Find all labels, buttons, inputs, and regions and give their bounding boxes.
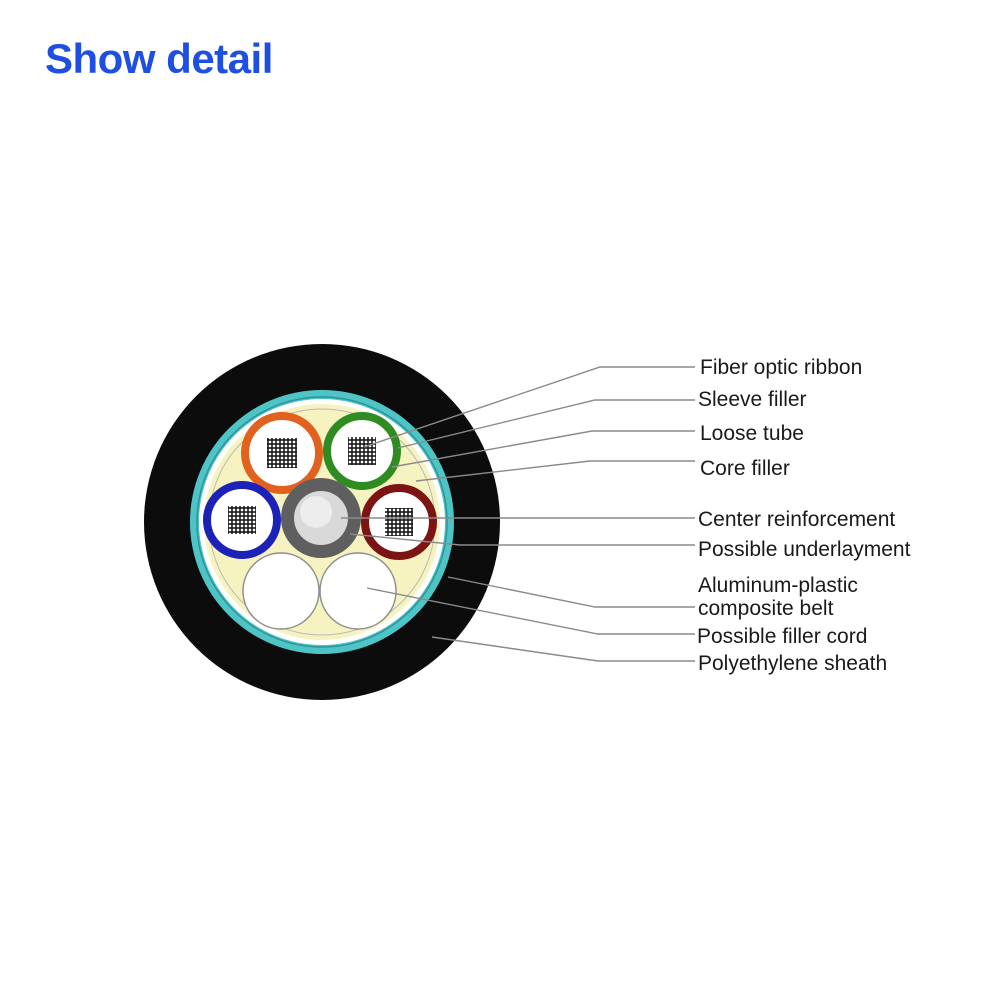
loose-tube-green: [323, 412, 401, 490]
leader-sleeve-filler: [397, 399, 695, 449]
label-loose-tube: Loose tube: [700, 422, 804, 445]
leader-loose-tube: [391, 430, 695, 468]
label-possible-underlayment: Possible underlayment: [698, 538, 911, 561]
loose-tube-maroon: [361, 484, 437, 560]
composite-belt-edge: [196, 396, 448, 648]
fiber-ribbon-maroon: [385, 508, 413, 536]
page-title: Show detail: [45, 35, 273, 82]
callout-labels: Fiber optic ribbon Sleeve filler Loose t…: [697, 356, 911, 675]
filler-cord-right: [319, 552, 397, 630]
label-sleeve-filler: Sleeve filler: [698, 388, 807, 411]
label-aluminum-plastic-line2: composite belt: [698, 597, 834, 620]
fiber-ribbon-orange: [267, 438, 297, 468]
label-fiber-optic-ribbon: Fiber optic ribbon: [700, 356, 862, 379]
leader-lines: [341, 366, 695, 662]
label-possible-filler-cord: Possible filler cord: [697, 625, 867, 648]
fiber-ribbon-blue: [228, 506, 256, 534]
filler-cord-left: [242, 552, 320, 630]
leader-fiber-optic-ribbon: [363, 366, 695, 448]
leader-composite-belt: [447, 576, 695, 608]
loose-tube-orange: [241, 412, 323, 494]
center-reinforcement: [281, 478, 361, 558]
label-center-reinforcement: Center reinforcement: [698, 508, 895, 531]
leader-filler-cord: [366, 587, 695, 635]
label-core-filler: Core filler: [700, 457, 790, 480]
label-aluminum-plastic-line1: Aluminum-plastic: [698, 574, 858, 597]
leader-polyethylene-sheath: [431, 636, 695, 662]
leader-core-filler: [415, 460, 695, 482]
fiber-ribbon-green: [348, 437, 376, 465]
leader-possible-underlayment: [349, 533, 695, 546]
label-polyethylene-sheath: Polyethylene sheath: [698, 652, 887, 675]
loose-tube-blue: [203, 481, 281, 559]
